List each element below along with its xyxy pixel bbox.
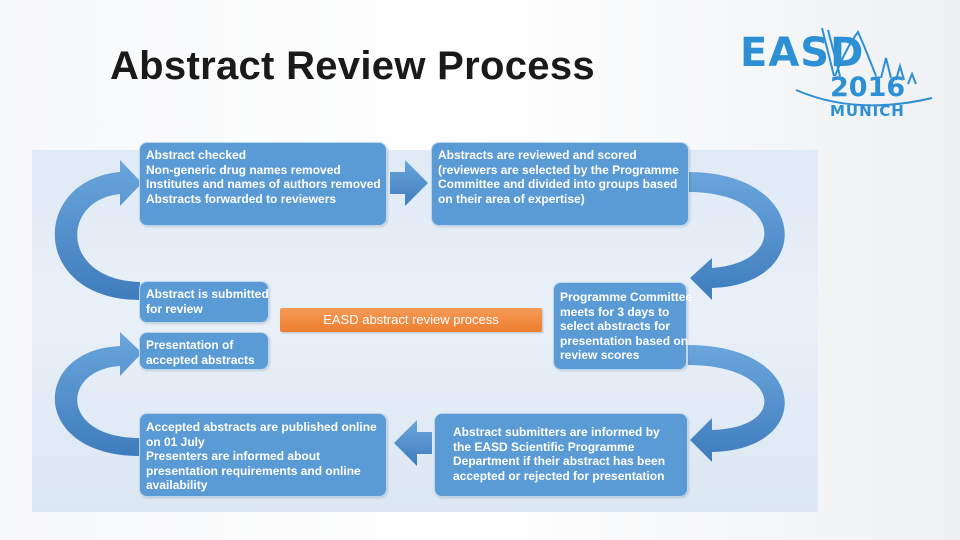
step-presentation: Presentation of accepted abstracts <box>139 332 269 370</box>
step-text-line: Committee and divided into groups based <box>438 177 678 191</box>
logo-year: 2016 <box>830 72 906 103</box>
step-text-line: (reviewers are selected by the Programme <box>438 162 679 177</box>
step-text-line: accepted abstracts <box>146 352 255 367</box>
step-abstract-checked: Abstract checked Non-generic drug names … <box>139 142 387 226</box>
step-text-line: review scores <box>560 348 640 362</box>
step-text-line: on their area of expertise) <box>438 191 585 206</box>
step-text-line: for review <box>146 301 203 316</box>
curved-arrow-left-top <box>54 160 142 300</box>
curved-arrow-right-bottom <box>688 345 785 462</box>
step-text-line: Presentation of <box>146 338 234 352</box>
step-text-line: Department if their abstract has been <box>453 454 666 468</box>
step-text-line: accepted or rejected for presentation <box>453 468 665 483</box>
step-abstract-submitted: Abstract is submitted for review <box>139 281 269 323</box>
step-abstracts-reviewed: Abstracts are reviewed and scored (revie… <box>431 142 689 226</box>
step-text-line: presentation based on <box>560 333 689 348</box>
step-text-line: Non-generic drug names removed <box>146 162 341 177</box>
process-banner: EASD abstract review process <box>280 308 542 332</box>
step-text-line: the EASD Scientific Programme <box>453 439 635 454</box>
step-text-line: Abstract submitters are informed by <box>453 425 660 439</box>
step-submitters-informed: Abstract submitters are informed by the … <box>434 413 688 497</box>
slide-title: Abstract Review Process <box>110 44 595 88</box>
logo-wordmark: EASD <box>740 30 865 76</box>
step-text-line: Programme Committee <box>560 290 693 304</box>
step-text-line: presentation requirements and online <box>146 463 361 478</box>
step-text-line: Abstract is submitted <box>146 287 269 301</box>
step-text-line: availability <box>146 478 208 492</box>
step-text-line: Accepted abstracts are published online <box>146 420 377 434</box>
step-text-line: Institutes and names of authors removed <box>146 177 381 191</box>
easd-logo: EASD 2016 MUNICH <box>736 20 936 120</box>
curved-arrow-right-top <box>688 172 785 300</box>
step-programme-committee: Programme Committee meets for 3 days to … <box>553 282 693 370</box>
curved-arrow-left-bottom <box>54 332 142 456</box>
step-abstracts-published: Accepted abstracts are published online … <box>139 413 387 497</box>
step-text-line: select abstracts for <box>560 319 671 333</box>
arrow-left <box>394 420 432 466</box>
arrow-right <box>390 160 428 206</box>
munich-skyline-icon <box>795 27 933 107</box>
step-text-line: on 01 July <box>146 434 205 449</box>
step-text-line: Presenters are informed about <box>146 449 321 463</box>
step-text-line: Abstracts forwarded to reviewers <box>146 191 337 206</box>
step-text-line: Abstract checked <box>146 148 247 162</box>
step-text-line: Abstracts are reviewed and scored <box>438 148 637 162</box>
logo-city: MUNICH <box>830 102 905 120</box>
step-text-line: meets for 3 days to <box>560 304 670 319</box>
